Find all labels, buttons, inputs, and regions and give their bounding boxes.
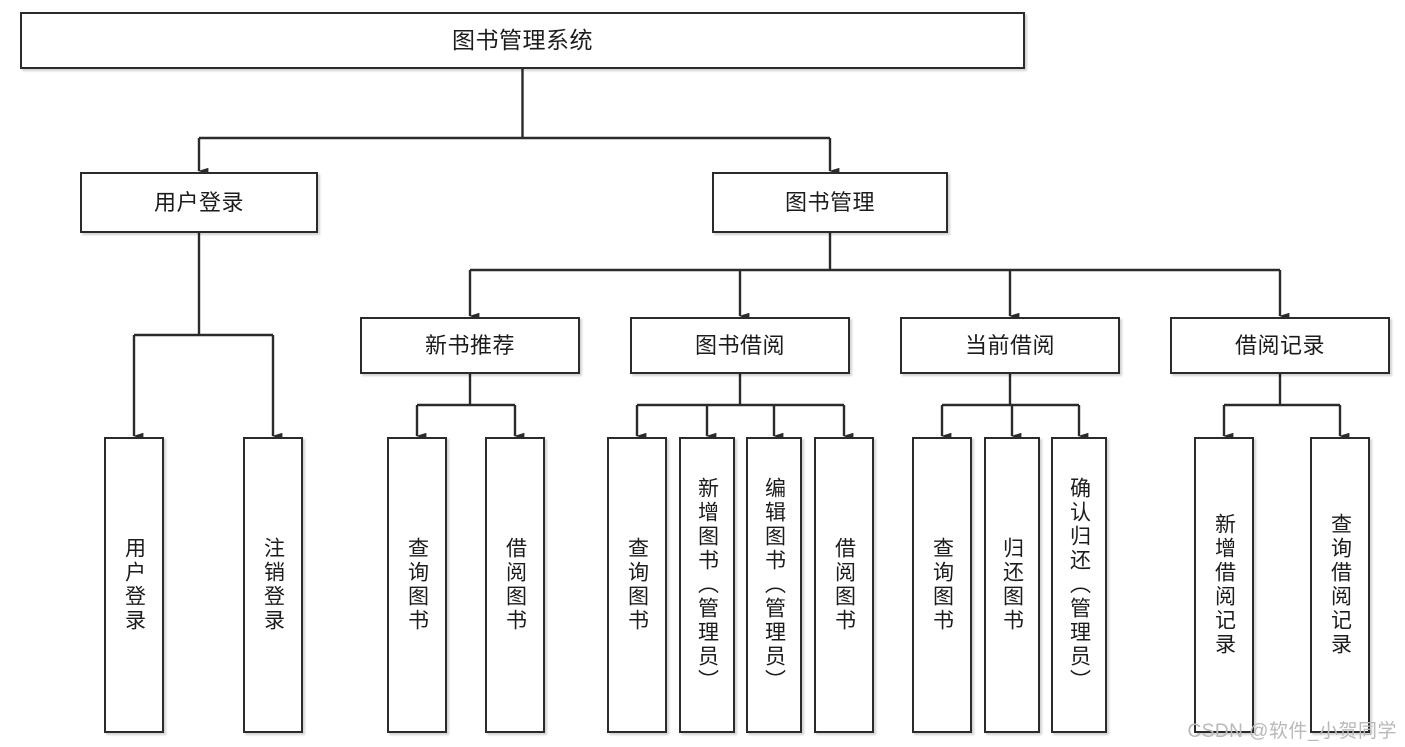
node-leaf-edit-book[interactable]: 编辑图书（管理员） — [746, 437, 802, 733]
node-leaf-query-book-borrow[interactable]: 查询图书 — [607, 437, 667, 733]
node-label: 当前借阅 — [964, 332, 1055, 358]
node-label: 图书管理系统 — [452, 26, 593, 53]
node-leaf-query-book-rec[interactable]: 查询图书 — [387, 437, 447, 733]
node-label: 查询图书 — [930, 537, 954, 633]
csdn-watermark: CSDN @软件_小贺同学 — [1187, 721, 1397, 742]
node-borrow-record[interactable]: 借阅记录 — [1170, 317, 1390, 374]
node-leaf-confirm-return[interactable]: 确认归还（管理员） — [1051, 437, 1107, 733]
node-current-borrow[interactable]: 当前借阅 — [900, 317, 1120, 374]
node-leaf-query-book-cur[interactable]: 查询图书 — [912, 437, 972, 733]
node-label: 查询图书 — [625, 537, 649, 633]
node-label: 查询借阅记录 — [1328, 513, 1352, 657]
node-leaf-logout[interactable]: 注销登录 — [243, 437, 303, 733]
node-label: 借阅图书 — [832, 537, 856, 633]
node-label: 用户登录 — [122, 537, 146, 633]
node-label: 借阅图书 — [503, 537, 527, 633]
node-label: 借阅记录 — [1234, 332, 1325, 358]
node-label: 新书推荐 — [424, 332, 515, 358]
node-new-book-recommend[interactable]: 新书推荐 — [360, 317, 580, 374]
node-book-manage[interactable]: 图书管理 — [712, 172, 948, 233]
node-label: 用户登录 — [153, 189, 244, 215]
node-leaf-borrow-book-rec[interactable]: 借阅图书 — [485, 437, 545, 733]
node-label: 新增图书（管理员） — [695, 477, 719, 693]
node-leaf-add-book[interactable]: 新增图书（管理员） — [679, 437, 735, 733]
node-label: 注销登录 — [261, 537, 285, 633]
node-label: 归还图书 — [1000, 537, 1024, 633]
node-label: 图书管理 — [784, 189, 875, 215]
node-label: 新增借阅记录 — [1212, 513, 1236, 657]
node-label: 编辑图书（管理员） — [762, 477, 786, 693]
node-leaf-borrow-book[interactable]: 借阅图书 — [814, 437, 874, 733]
node-leaf-query-borrow-record[interactable]: 查询借阅记录 — [1310, 437, 1370, 733]
node-leaf-user-login[interactable]: 用户登录 — [104, 437, 164, 733]
node-leaf-add-borrow-record[interactable]: 新增借阅记录 — [1194, 437, 1254, 733]
node-label: 图书借阅 — [694, 332, 785, 358]
node-leaf-return-book[interactable]: 归还图书 — [984, 437, 1040, 733]
node-user-login[interactable]: 用户登录 — [80, 172, 318, 233]
node-label: 查询图书 — [405, 537, 429, 633]
node-label: 确认归还（管理员） — [1067, 477, 1091, 693]
node-book-borrow[interactable]: 图书借阅 — [630, 317, 850, 374]
node-root[interactable]: 图书管理系统 — [20, 12, 1025, 69]
